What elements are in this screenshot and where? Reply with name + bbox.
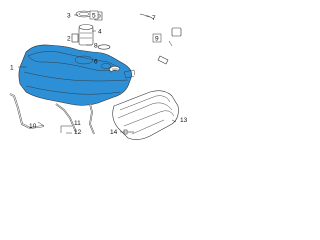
callout-10: 10 [29, 123, 37, 130]
callout-14: 14 [110, 129, 118, 136]
callout-3: 3 [67, 13, 71, 20]
fuel-tank-lower-ridge [25, 85, 121, 95]
fuel-line [9, 93, 45, 129]
callout-8: 8 [94, 43, 98, 50]
tank-straps [55, 103, 95, 135]
callout-12: 12 [74, 129, 82, 136]
callout-5-box [89, 10, 99, 20]
leader-lines [18, 14, 177, 134]
fuel-tank [18, 44, 136, 106]
heat-shield [112, 90, 179, 140]
callout-11: 11 [74, 120, 81, 127]
callout-2: 2 [67, 36, 71, 43]
callout-5: 5 [92, 13, 96, 20]
parts-diagram: 1 2 3 4 5 6 7 8 9 10 11 12 13 14 [0, 0, 200, 147]
fuel-tank-mid-ridge [23, 71, 129, 82]
seal-ring [97, 44, 111, 50]
callout-1: 1 [10, 65, 14, 72]
fuel-tank-pump-opening [74, 55, 94, 65]
callout-9: 9 [155, 36, 159, 43]
callout-6: 6 [94, 59, 98, 66]
callout-4: 4 [98, 29, 102, 36]
fuel-pump-module [71, 24, 94, 46]
lock-ring [75, 10, 93, 18]
fuel-system-exploded-view: 1 2 3 4 5 6 7 8 9 10 11 12 13 14 [9, 10, 188, 140]
callout-9-box [152, 33, 162, 43]
callout-7: 7 [152, 15, 156, 22]
callout-13: 13 [180, 117, 188, 124]
fuel-tank-body [18, 44, 132, 106]
filler-pipe [133, 27, 182, 77]
callout-labels: 1 2 3 4 5 6 7 8 9 10 11 12 13 14 [10, 10, 188, 136]
vent-tube-piece [139, 13, 155, 20]
fuel-tank-sender-opening [100, 63, 112, 69]
